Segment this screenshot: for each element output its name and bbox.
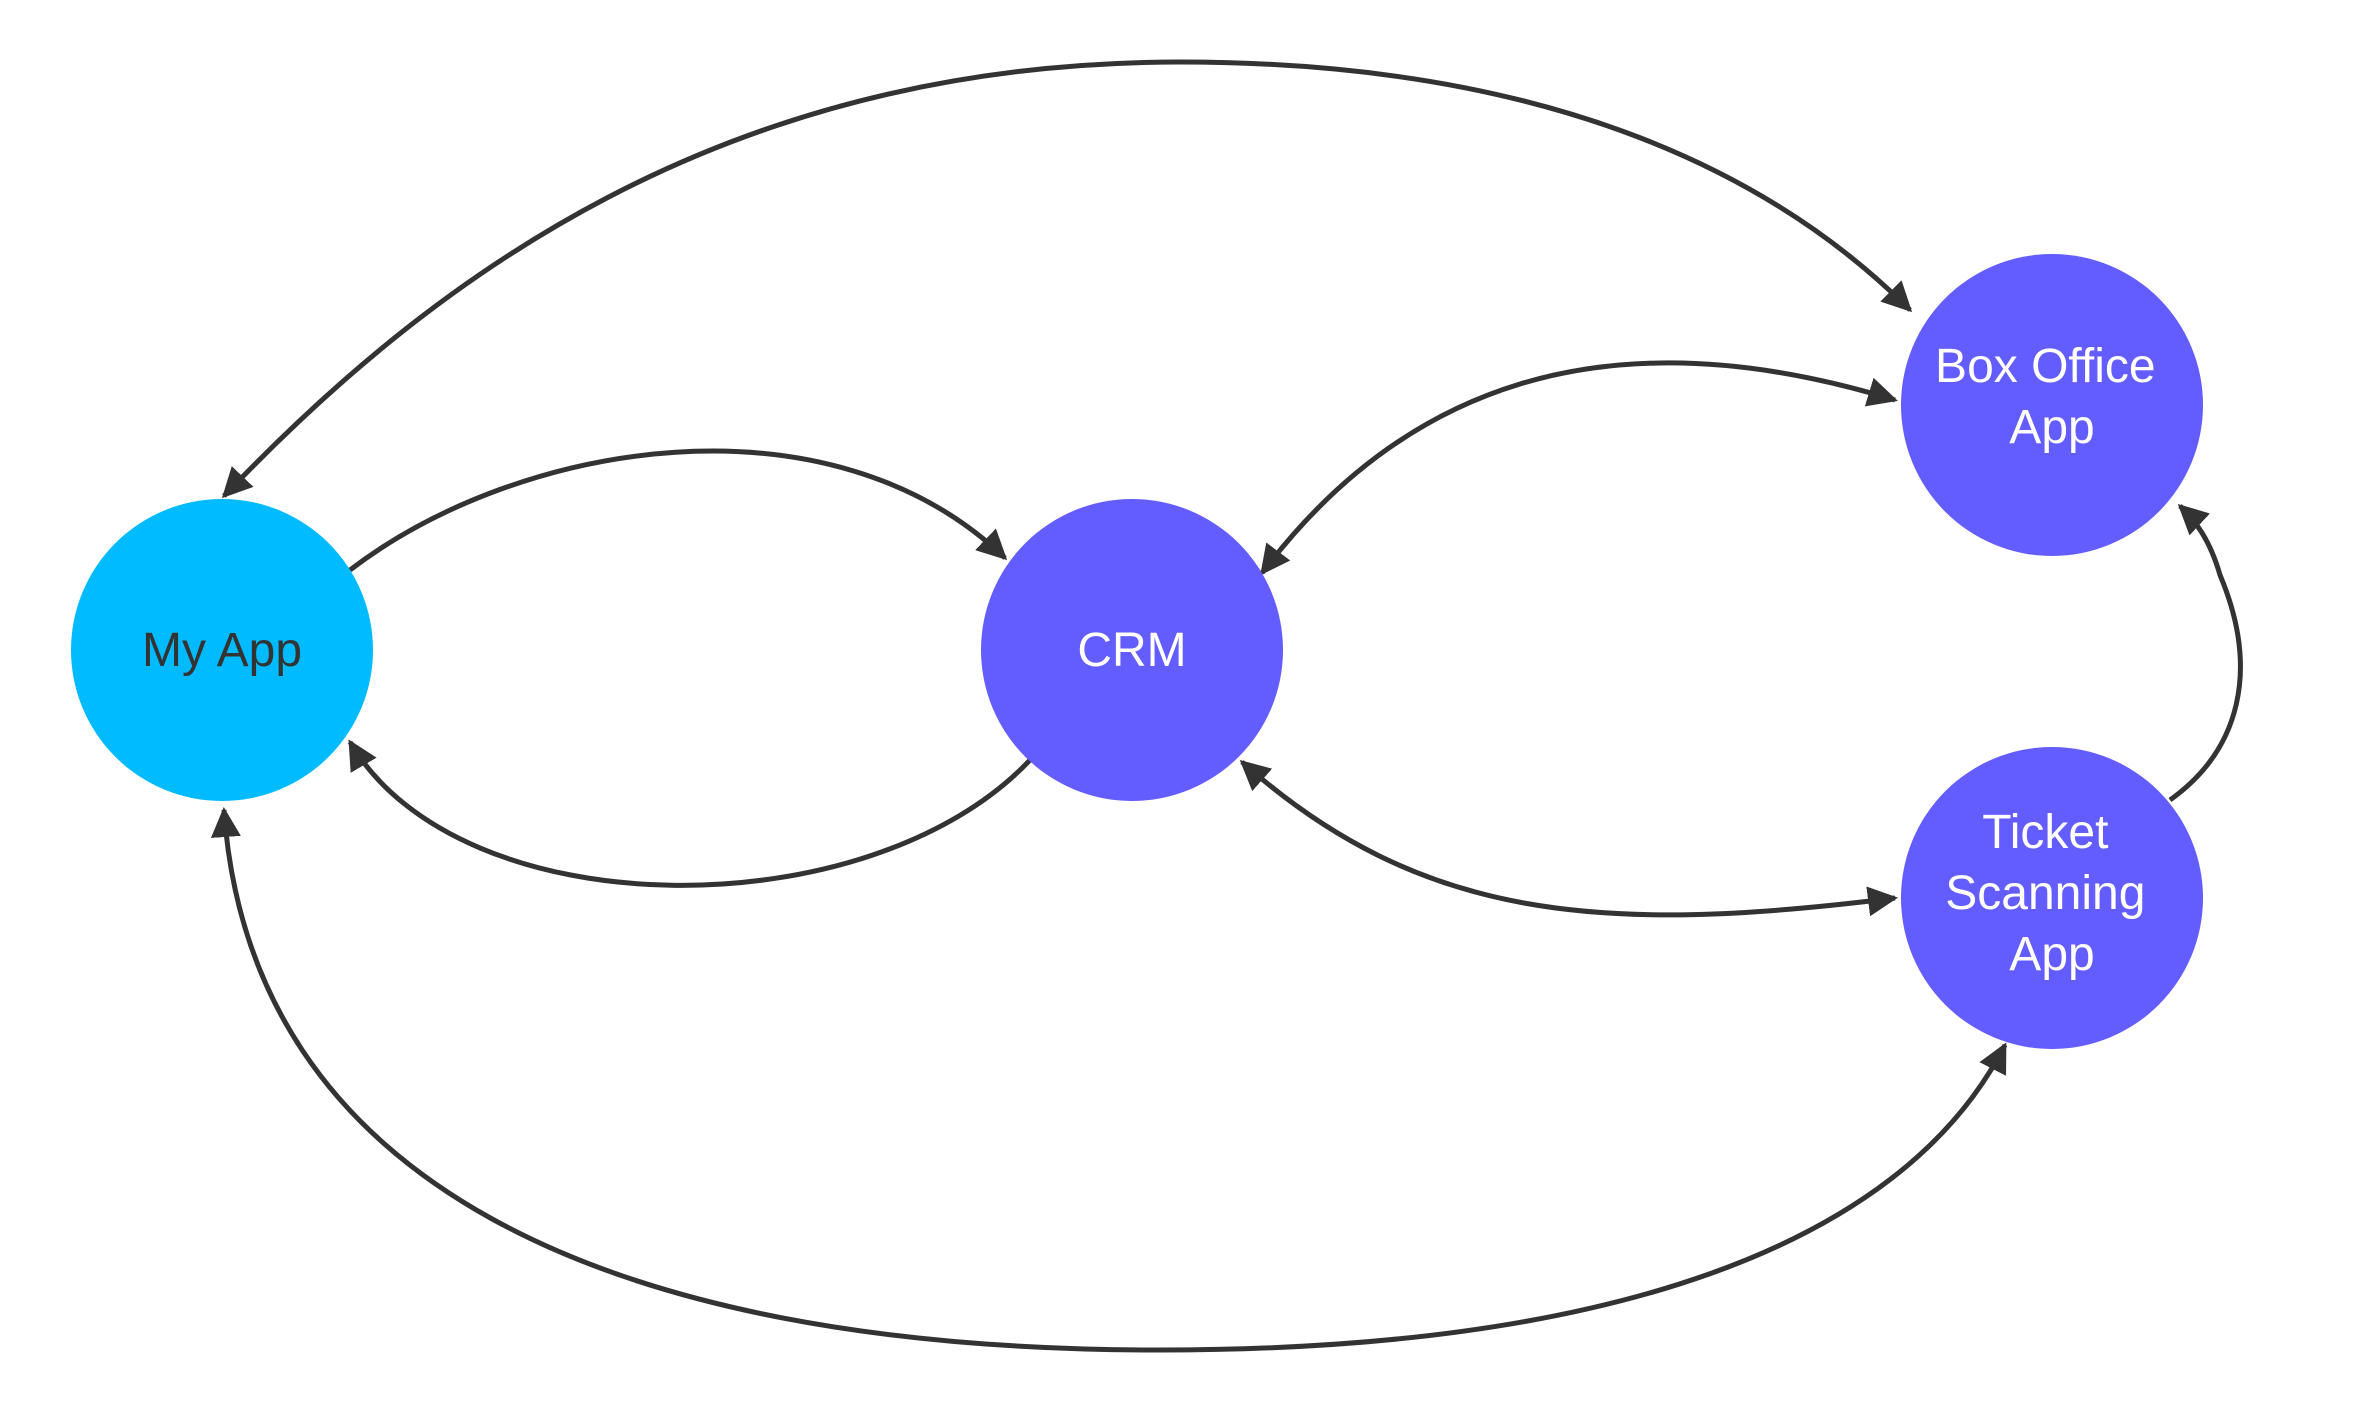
edge-my-app-crm [348, 448, 1008, 572]
node-crm-label: CRM [1077, 624, 1186, 677]
node-box-office-app-label: Box Office App [1935, 340, 2169, 454]
node-my-app[interactable]: My App [71, 499, 373, 801]
node-box-office-app-circle [1901, 254, 2203, 556]
node-ticket-scanning-app-circle [1901, 747, 2203, 1049]
edge-crm-ticket-scanning [1239, 760, 1898, 918]
edge-crm-box-office [1260, 360, 1898, 576]
node-ticket-scanning-app[interactable]: Ticket Scanning App [1901, 747, 2203, 1049]
node-crm-circle [981, 499, 1283, 801]
edge-my-app-box-office [221, 59, 1913, 499]
node-box-office-app[interactable]: Box Office App [1901, 254, 2203, 556]
edge-my-app-ticket-scanning [210, 807, 2008, 1353]
node-my-app-label: My App [142, 624, 302, 677]
node-crm[interactable]: CRM [981, 499, 1283, 801]
node-my-app-circle [71, 499, 373, 801]
edge-ticket-scanning-box-office [2168, 503, 2243, 803]
node-ticket-scanning-app-label: Ticket Scanning App [1945, 806, 2159, 981]
edge-crm-my-app [347, 739, 1032, 888]
